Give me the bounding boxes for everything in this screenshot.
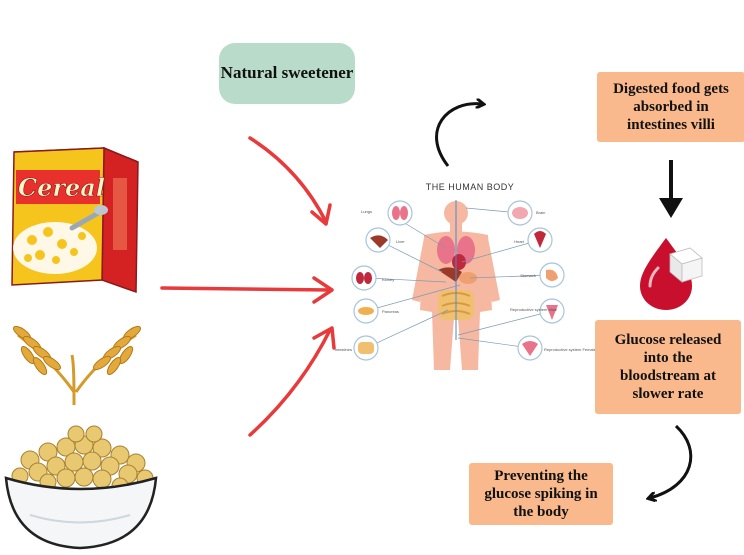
red-arrows: [160, 136, 336, 437]
organ-label: Brain: [536, 210, 545, 215]
organ-label: Lungs: [361, 209, 372, 214]
preventing-spike-label: Preventing the glucose spiking in the bo…: [469, 463, 613, 525]
organ-label: Stomach: [520, 273, 536, 278]
human-body-title: THE HUMAN BODY: [426, 182, 515, 192]
organ-label: Reproductive system Male: [510, 307, 558, 312]
blood-drop-icon: [640, 238, 703, 310]
arrow-cereal-to-body: [160, 286, 332, 292]
arrow-sweetener-to-body: [248, 136, 328, 224]
curved-arrow-up: [435, 104, 482, 167]
cereal-box-icon: Cereal: [11, 146, 139, 294]
glucose-released-label: Glucose released into the bloodstream at…: [595, 320, 741, 414]
arrow-bowl-to-body: [248, 328, 332, 437]
curved-arrow-down: [650, 424, 693, 498]
down-arrow: [659, 160, 683, 218]
organ-label: Kidney: [382, 277, 394, 282]
digested-food-label: Digested food gets absorbed in intestine…: [597, 72, 744, 142]
organ-label: Liver: [396, 239, 405, 244]
human-body-diagram: THE HUMAN BODY: [335, 182, 597, 370]
organ-label: Heart: [514, 239, 525, 244]
natural-sweetener-label: Natural sweetener: [219, 43, 355, 104]
organ-label: Pancreas: [382, 309, 399, 314]
sugar-cube-icon: [669, 247, 703, 283]
wheat-icon: [12, 325, 142, 406]
chickpea-bowl-icon: [4, 425, 158, 550]
organ-label: Intestines: [335, 347, 352, 352]
organ-label: Reproductive system Female: [544, 347, 597, 352]
cereal-brand-text: Cereal: [18, 173, 105, 202]
